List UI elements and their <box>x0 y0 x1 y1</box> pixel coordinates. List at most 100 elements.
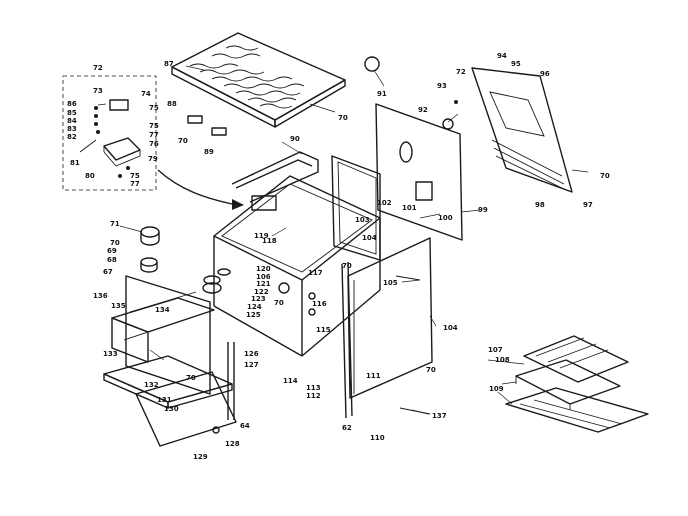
callout-label: 137 <box>432 412 447 420</box>
mounting-rail <box>341 261 353 419</box>
callout-label: 128 <box>225 440 240 448</box>
callout-label: 131 <box>157 396 172 404</box>
callout-label: 112 <box>306 392 321 400</box>
broiler-rack <box>515 359 621 410</box>
callout-label: 72 <box>456 68 466 76</box>
callout-label: 75 <box>149 122 159 130</box>
callout-label: 95 <box>511 60 521 68</box>
callout-labels: 72 87 73 74 86 75 85 75 84 77 83 76 82 7… <box>67 52 610 461</box>
callout-label: 70 <box>178 137 188 145</box>
callout-label: 107 <box>488 346 503 354</box>
broiler-pan <box>523 335 629 383</box>
callout-label: 72 <box>93 64 103 72</box>
callout-label: 99 <box>478 206 488 214</box>
callout-label: 106 <box>256 273 271 281</box>
callout-label: 125 <box>246 311 261 319</box>
callout-label: 77 <box>149 131 159 139</box>
knob-71 <box>140 226 160 273</box>
callout-label: 98 <box>535 201 545 209</box>
callout-label: 75 <box>149 104 159 112</box>
door-glass-133 <box>111 291 215 363</box>
callout-label: 86 <box>67 100 77 108</box>
callout-label: 114 <box>283 377 298 385</box>
callout-label: 110 <box>370 434 385 442</box>
callout-label: 74 <box>141 90 151 98</box>
callout-label: 122 <box>254 288 269 296</box>
hinge-128 <box>212 342 235 434</box>
callout-label: 126 <box>244 350 259 358</box>
callout-label: 130 <box>164 405 179 413</box>
callout-label: 104 <box>362 234 377 242</box>
callout-label: 73 <box>93 87 103 95</box>
callout-label: 70 <box>338 114 348 122</box>
callout-label: 70 <box>110 239 120 247</box>
callout-label: 113 <box>306 384 321 392</box>
callout-label: 81 <box>70 159 80 167</box>
callout-label: 123 <box>251 295 266 303</box>
callout-label: 115 <box>316 326 331 334</box>
callout-label: 64 <box>240 422 250 430</box>
broiler-tray <box>505 387 649 433</box>
callout-label: 70 <box>186 374 196 382</box>
callout-label: 93 <box>437 82 447 90</box>
callout-label: 69 <box>107 247 117 255</box>
surface-unit-rings <box>202 268 231 294</box>
callout-label: 135 <box>111 302 126 310</box>
callout-label: 120 <box>256 265 271 273</box>
callout-label: 124 <box>247 303 262 311</box>
callout-label: 121 <box>256 280 271 288</box>
wire-bracket <box>231 151 319 203</box>
callout-label: 119 <box>254 232 269 240</box>
callout-label: 83 <box>67 125 77 133</box>
callout-label: 102 <box>377 199 392 207</box>
callout-label: 101 <box>402 204 417 212</box>
callout-label: 62 <box>342 424 352 432</box>
callout-label: 116 <box>312 300 327 308</box>
callout-label: 94 <box>497 52 507 60</box>
callout-label: 75 <box>130 172 140 180</box>
callout-label: 89 <box>204 148 214 156</box>
side-panel <box>347 237 433 399</box>
callout-label: 127 <box>244 361 259 369</box>
leader-lines <box>97 65 589 415</box>
callout-label: 77 <box>130 180 140 188</box>
callout-label: 76 <box>149 140 159 148</box>
door-inner-132 <box>103 355 233 409</box>
callout-label: 84 <box>67 117 77 125</box>
callout-label: 70 <box>274 299 284 307</box>
callout-label: 111 <box>366 372 381 380</box>
callout-label: 79 <box>148 155 158 163</box>
top-panel <box>171 32 346 128</box>
callout-label: 104 <box>443 324 458 332</box>
callout-label: 134 <box>155 306 170 314</box>
callout-label: 100 <box>438 214 453 222</box>
callout-label: 67 <box>103 268 113 276</box>
callout-label: 109 <box>489 385 504 393</box>
hardware-screws <box>364 56 458 415</box>
callout-label: 80 <box>85 172 95 180</box>
callout-label: 91 <box>377 90 387 98</box>
door-frame-136 <box>125 275 211 395</box>
callout-label: 70 <box>342 262 352 270</box>
callout-label: 70 <box>600 172 610 180</box>
callout-label: 103 <box>355 216 370 224</box>
callout-label: 136 <box>93 292 108 300</box>
callout-label: 97 <box>583 201 593 209</box>
callout-label: 82 <box>67 133 77 141</box>
callout-label: 87 <box>164 60 174 68</box>
callout-label: 90 <box>290 135 300 143</box>
oven-cavity <box>213 175 381 357</box>
callout-label: 132 <box>144 381 159 389</box>
callout-label: 118 <box>262 237 277 245</box>
callout-label: 88 <box>167 100 177 108</box>
rear-cover <box>471 67 573 193</box>
callout-label: 68 <box>107 256 117 264</box>
callout-label: 85 <box>67 109 77 117</box>
callout-label: 108 <box>495 356 510 364</box>
door-outer-129 <box>135 371 237 447</box>
callout-label: 117 <box>308 269 323 277</box>
callout-label: 129 <box>193 453 208 461</box>
rear-panel <box>375 103 463 241</box>
callout-label: 96 <box>540 70 550 78</box>
